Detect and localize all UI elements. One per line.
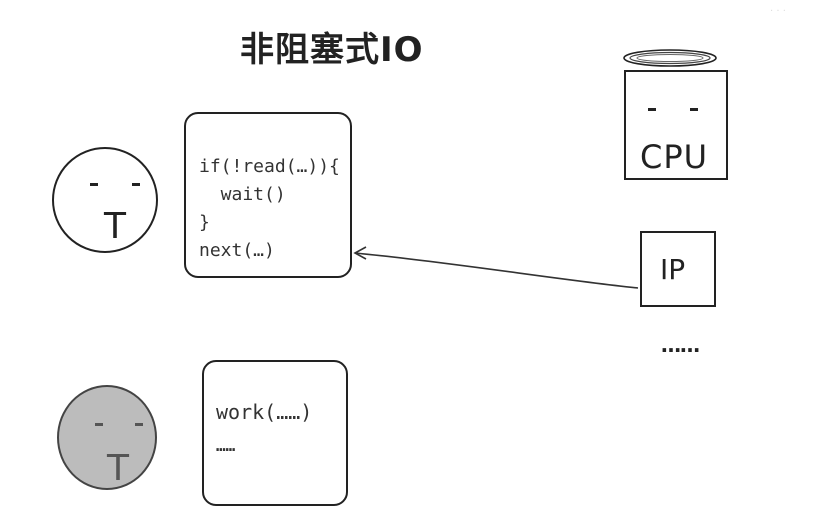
code-line-2: wait() — [199, 184, 286, 205]
cpu-label: CPU — [640, 138, 709, 176]
arrow-head-icon — [353, 246, 367, 260]
work-box: work(……) …… — [202, 360, 348, 506]
person-face-idle: T — [57, 385, 157, 490]
ellipsis-text: …… — [661, 333, 700, 357]
code-line-1: if(!read(…)){ — [199, 156, 340, 177]
face-mouth: T — [107, 448, 129, 489]
person-face-active: T — [52, 147, 158, 253]
halo-icon — [623, 49, 717, 67]
ip-box: IP — [640, 231, 716, 307]
work-line-2: …… — [216, 436, 236, 455]
left-eye — [90, 183, 98, 186]
code-line-4: next(…) — [199, 240, 275, 261]
watermark: · · · — [770, 6, 786, 17]
left-eye — [648, 108, 656, 111]
cpu-box: CPU — [624, 70, 728, 180]
ip-label: IP — [660, 253, 686, 286]
left-eye — [95, 423, 103, 426]
right-eye — [690, 108, 698, 111]
arrow-line — [354, 252, 639, 289]
right-eye — [135, 423, 143, 426]
face-mouth: T — [104, 206, 126, 247]
right-eye — [132, 183, 140, 186]
code-box: if(!read(…)){ wait() } next(…) — [184, 112, 352, 278]
work-line-1: work(……) — [216, 400, 313, 424]
code-line-3: } — [199, 212, 210, 233]
page-title: 非阻塞式IO — [240, 30, 424, 70]
